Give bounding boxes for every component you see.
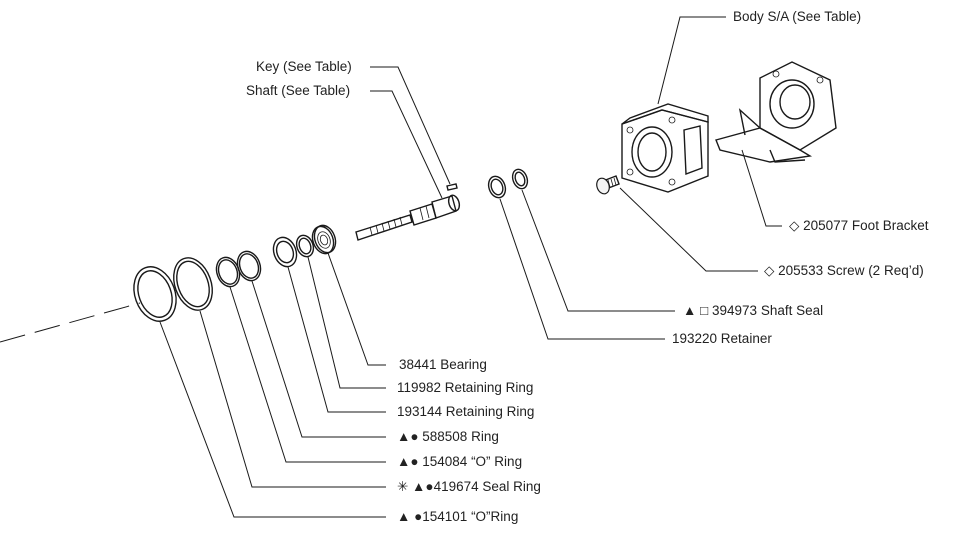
centerline [0,302,141,343]
shaft-seal-394973-part [511,168,529,190]
o-ring-154084-part [215,256,241,288]
retainer-193220-part [487,175,507,199]
retaining-ring-193144-part [272,236,298,268]
leader-lines [159,16,782,518]
screw-callout: ◇ 205533 Screw (2 Req’d) [764,263,924,278]
screw-205533-part [596,175,620,195]
retaining-ring-119982-part [295,234,315,258]
bearing-callout: 38441 Bearing [399,357,487,372]
ring-588508-part [236,250,262,282]
retaining-ring-193144-callout: 193144 Retaining Ring [397,404,535,419]
shaft-callout: Shaft (See Table) [246,83,351,98]
key-part [446,183,458,191]
body-sa-callout: Body S/A (See Table) [733,9,862,24]
retaining-ring-119982-callout: 119982 Retaining Ring [397,380,534,395]
seal-ring-419674-callout: ✳ ▲●419674 Seal Ring [397,479,541,494]
shaft-seal-callout: ▲ □ 394973 Shaft Seal [683,303,824,318]
shaft-part [355,194,461,241]
o-ring-154084-callout: ▲● 154084 “O” Ring [397,454,523,469]
o-ring-154101-part [133,266,177,322]
o-ring-154101-callout: ▲ ●154101 “O”Ring [397,509,519,524]
foot-bracket-205077-part [715,61,837,163]
body-sa-part [621,103,709,193]
retainer-callout: 193220 Retainer [672,331,772,346]
key-callout: Key (See Table) [256,59,352,74]
seal-ring-419674-part [173,257,213,311]
ring-588508-callout: ▲● 588508 Ring [397,429,499,444]
foot-bracket-callout: ◇ 205077 Foot Bracket [789,218,929,233]
